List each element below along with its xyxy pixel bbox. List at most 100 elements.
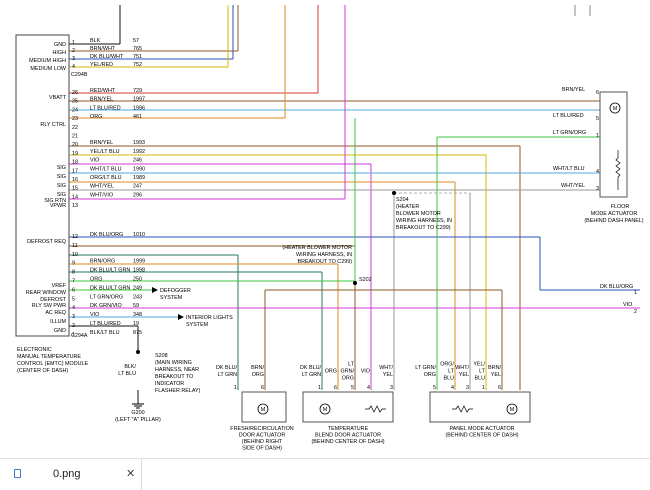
wire-color-label: YEL/RED — [90, 62, 113, 68]
temp-wire-label: LT — [348, 362, 355, 368]
panel-pin-number: 4 — [451, 385, 454, 391]
s204-label: BREAKOUT TO C299) — [396, 225, 451, 231]
wire-color-label: BLK — [90, 38, 101, 44]
defogger-label: SYSTEM — [160, 295, 183, 301]
pin-number: 21 — [72, 134, 78, 140]
s208-label: FLASHER RELAY) — [155, 388, 201, 394]
splice-s208-dot — [136, 350, 140, 354]
wire-color-label: LT BLU/RED — [90, 321, 121, 327]
circuit-number: 1996 — [133, 105, 145, 111]
pin-number: 5 — [72, 296, 75, 302]
fresh-pin-number: 6 — [261, 385, 264, 391]
fresh-actuator-title: FRESH/RECIRCULATION — [230, 426, 294, 432]
temp-wire-label: VIO — [361, 369, 370, 375]
pin-number: 3 — [72, 56, 75, 62]
potentiometer-icon — [615, 150, 621, 190]
label-vref: VREF — [52, 283, 67, 289]
module-labels: GND HIGH MEDIUM HIGH MEDIUM LOW VBATT RL… — [26, 42, 67, 334]
circuit-number: 59 — [133, 303, 139, 309]
label-vpwr: VPWR — [50, 203, 66, 209]
motor-letter: M — [323, 407, 328, 413]
temp-wire-label: GRN/ — [341, 369, 355, 375]
motor-icon — [257, 403, 269, 415]
potentiometer-icon — [365, 405, 386, 413]
label-sig: SIG — [57, 165, 66, 171]
circuit-number: 250 — [133, 277, 142, 283]
circuit-number: 1999 — [133, 259, 145, 265]
wire-color-label: BRN/YEL — [90, 140, 113, 146]
circuit-number: 1993 — [133, 140, 145, 146]
floor-wire-label: LT GRN/ORG — [553, 130, 586, 136]
temp-wire-label: DK BLU/ — [300, 365, 321, 371]
bottom-wires — [69, 118, 640, 404]
motor-letter: M — [613, 106, 618, 112]
wire-color-label: WHT/YEL — [90, 184, 114, 190]
file-tab[interactable]: 0.png ✕ — [6, 459, 142, 490]
temp-actuator-title: TEMPERATURE — [328, 426, 369, 432]
temp-wire-label: ORG — [325, 369, 337, 375]
pin-number: 1 — [72, 40, 75, 46]
s202-id: S202 — [359, 277, 372, 283]
module-name-line: ELECTRONIC — [17, 347, 52, 353]
pin-number: 6 — [72, 287, 75, 293]
panel-wire-label: YEL/ — [473, 362, 485, 368]
circuit-number: 246 — [133, 158, 142, 164]
wire-color-label: BRN/WHT — [90, 46, 116, 52]
splice-s202-dot — [353, 281, 357, 285]
defogger-label: DEFOGGER — [160, 288, 191, 294]
connector-c294b: C294B — [71, 72, 88, 78]
motor-icon — [319, 403, 331, 415]
label-sig: SIG — [57, 183, 66, 189]
circuit-number: 751 — [133, 54, 142, 60]
wire-color-label: WHT/VIO — [90, 192, 113, 198]
pin-number: 16 — [72, 177, 78, 183]
wire-color-label: WHT/LT BLU — [90, 166, 122, 172]
temp-pin-number: 4 — [367, 385, 370, 391]
wire-color-label: VIO — [90, 312, 99, 318]
wire-color-label: DK GRN/VIO — [90, 303, 122, 309]
circuit-number: 1010 — [133, 232, 145, 238]
panel-pin-number: 3 — [466, 385, 469, 391]
pin-number: 2 — [72, 323, 75, 329]
s204-label: S204 — [396, 197, 409, 203]
wire-color-label: LT BLU/RED — [90, 105, 121, 111]
pin-number: 7 — [72, 279, 75, 285]
temp-pin-number: 1 — [318, 385, 321, 391]
floor-pin-number: 4 — [596, 169, 599, 175]
label-sig: SIG — [57, 192, 66, 198]
temp-pin-number: 5 — [351, 385, 354, 391]
right-pin-label: 1 — [634, 290, 637, 296]
s208-label: HARNESS, NEAR — [155, 367, 199, 373]
close-icon[interactable]: ✕ — [126, 468, 136, 480]
right-wire-label: VIO — [623, 302, 632, 308]
floor-wire-label: WHT/YEL — [561, 183, 585, 189]
pin-number: 2 — [72, 48, 75, 54]
label-defrost: DEFROST — [40, 297, 66, 303]
connector-c294a: C294A — [71, 333, 88, 339]
circuit-number: 296 — [133, 192, 142, 198]
pin-number: 17 — [72, 168, 78, 174]
module-name-line: (CENTER OF DASH) — [17, 368, 68, 374]
label-vbatt: VBATT — [49, 95, 67, 101]
fresh-actuator-title: DOOR ACTUATOR — [239, 433, 286, 439]
arrow-interior-lights — [178, 314, 184, 320]
panel-wire-label: WHT/ — [455, 365, 469, 371]
label-high: HIGH — [53, 50, 67, 56]
module-name-line: CONTROL (EMTC) MODULE — [17, 361, 88, 367]
label-medium-high: MEDIUM HIGH — [29, 58, 66, 64]
floor-wire-label: WHT/LT BLU — [553, 166, 585, 172]
pin-number: 15 — [72, 186, 78, 192]
label-sig-rtn: SIG RTN — [44, 198, 66, 204]
floor-pin-number: 6 — [596, 90, 599, 96]
circuit-number: 249 — [133, 285, 142, 291]
floor-actuator-title: (BEHIND DASH PANEL) — [584, 218, 643, 224]
pin-number: 4 — [72, 64, 75, 70]
s208-label: INDICATOR — [155, 381, 184, 387]
motor-letter: M — [261, 407, 266, 413]
floor-pin-number: 1 — [596, 133, 599, 139]
pin-number: 25 — [72, 99, 78, 105]
pin-number: 1 — [72, 332, 75, 338]
wire-color-label: BRN/YEL — [90, 97, 113, 103]
temp-wire-label: WHT/ — [379, 365, 393, 371]
